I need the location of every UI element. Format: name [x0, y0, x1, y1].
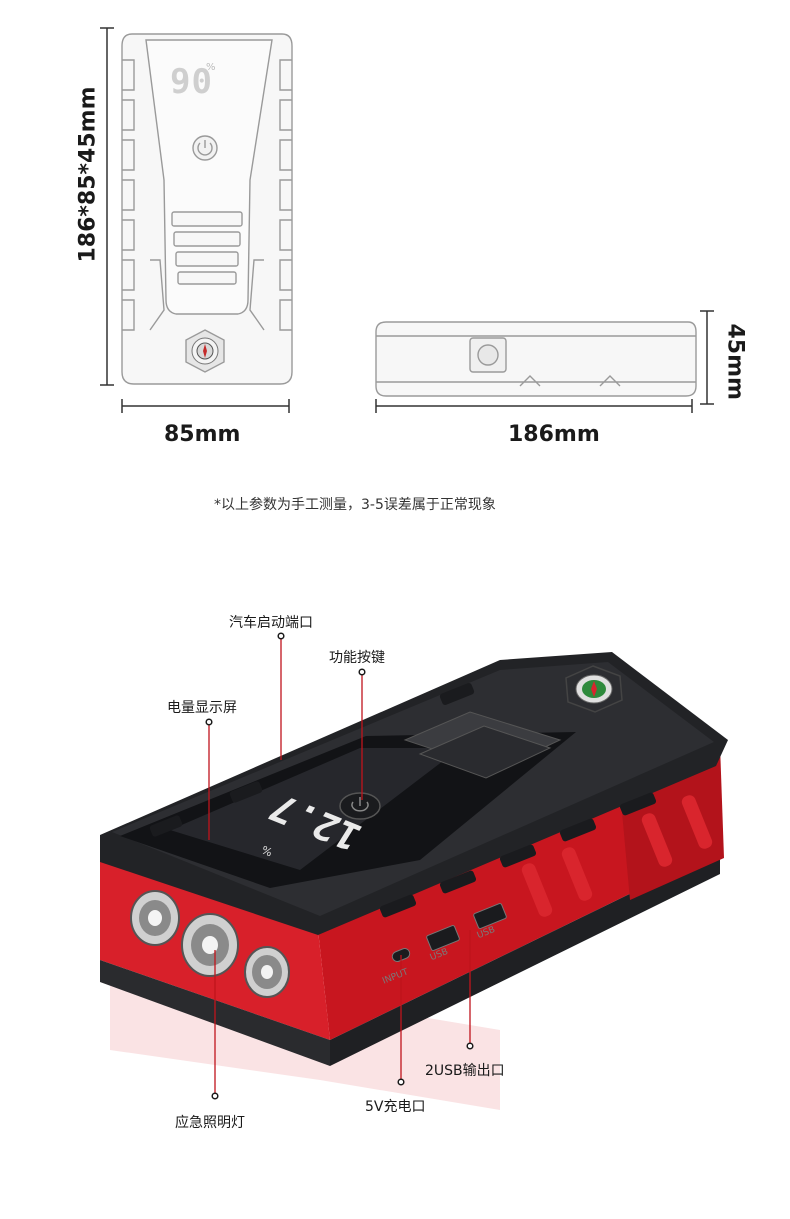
flashlight-icons: [130, 890, 290, 998]
flashlight-icon: [244, 946, 290, 998]
outline-display-unit: %: [206, 62, 216, 73]
callout-lines: [208, 636, 471, 1096]
callout-charge-port: 5V充电口: [365, 1099, 426, 1115]
flashlight-icon: [181, 913, 239, 977]
callout-battery-display: 电量显示屏: [167, 700, 237, 716]
callout-function-key: 功能按键: [329, 650, 385, 666]
side-ports: [391, 903, 507, 962]
callout-emergency-light: 应急照明灯: [175, 1115, 245, 1131]
side-view-outline: [375, 321, 697, 397]
top-ridges: [149, 682, 657, 918]
callout-usb-output: 2USB输出口: [425, 1063, 505, 1079]
front-view-outline: [121, 33, 293, 385]
compass-icon: [185, 329, 225, 373]
device-body: [100, 652, 728, 1066]
callout-car-start-port: 汽车启动端口: [229, 615, 313, 631]
vent-grille: [403, 711, 562, 779]
power-button-outline: [192, 135, 218, 161]
outline-display-percent: 90: [170, 62, 213, 102]
callout-dots: [205, 632, 474, 1100]
measurement-note: *以上参数为手工测量，3-5误差属于正常现象: [214, 497, 496, 513]
vertical-dimension-line: [100, 27, 114, 386]
device-compass-icon: [565, 665, 623, 713]
dimension-label-height: 45mm: [722, 323, 748, 400]
dimension-label-overall: 186*85*45mm: [75, 86, 101, 263]
length-dimension-line: [375, 399, 693, 413]
flashlight-icon: [130, 890, 180, 946]
dimension-label-width: 85mm: [164, 422, 241, 447]
device-power-button: [339, 792, 381, 820]
dimension-label-length: 186mm: [508, 422, 600, 447]
width-dimension-line: [121, 399, 290, 413]
side-ribs: [521, 795, 713, 917]
height-dimension-line: [700, 310, 714, 405]
